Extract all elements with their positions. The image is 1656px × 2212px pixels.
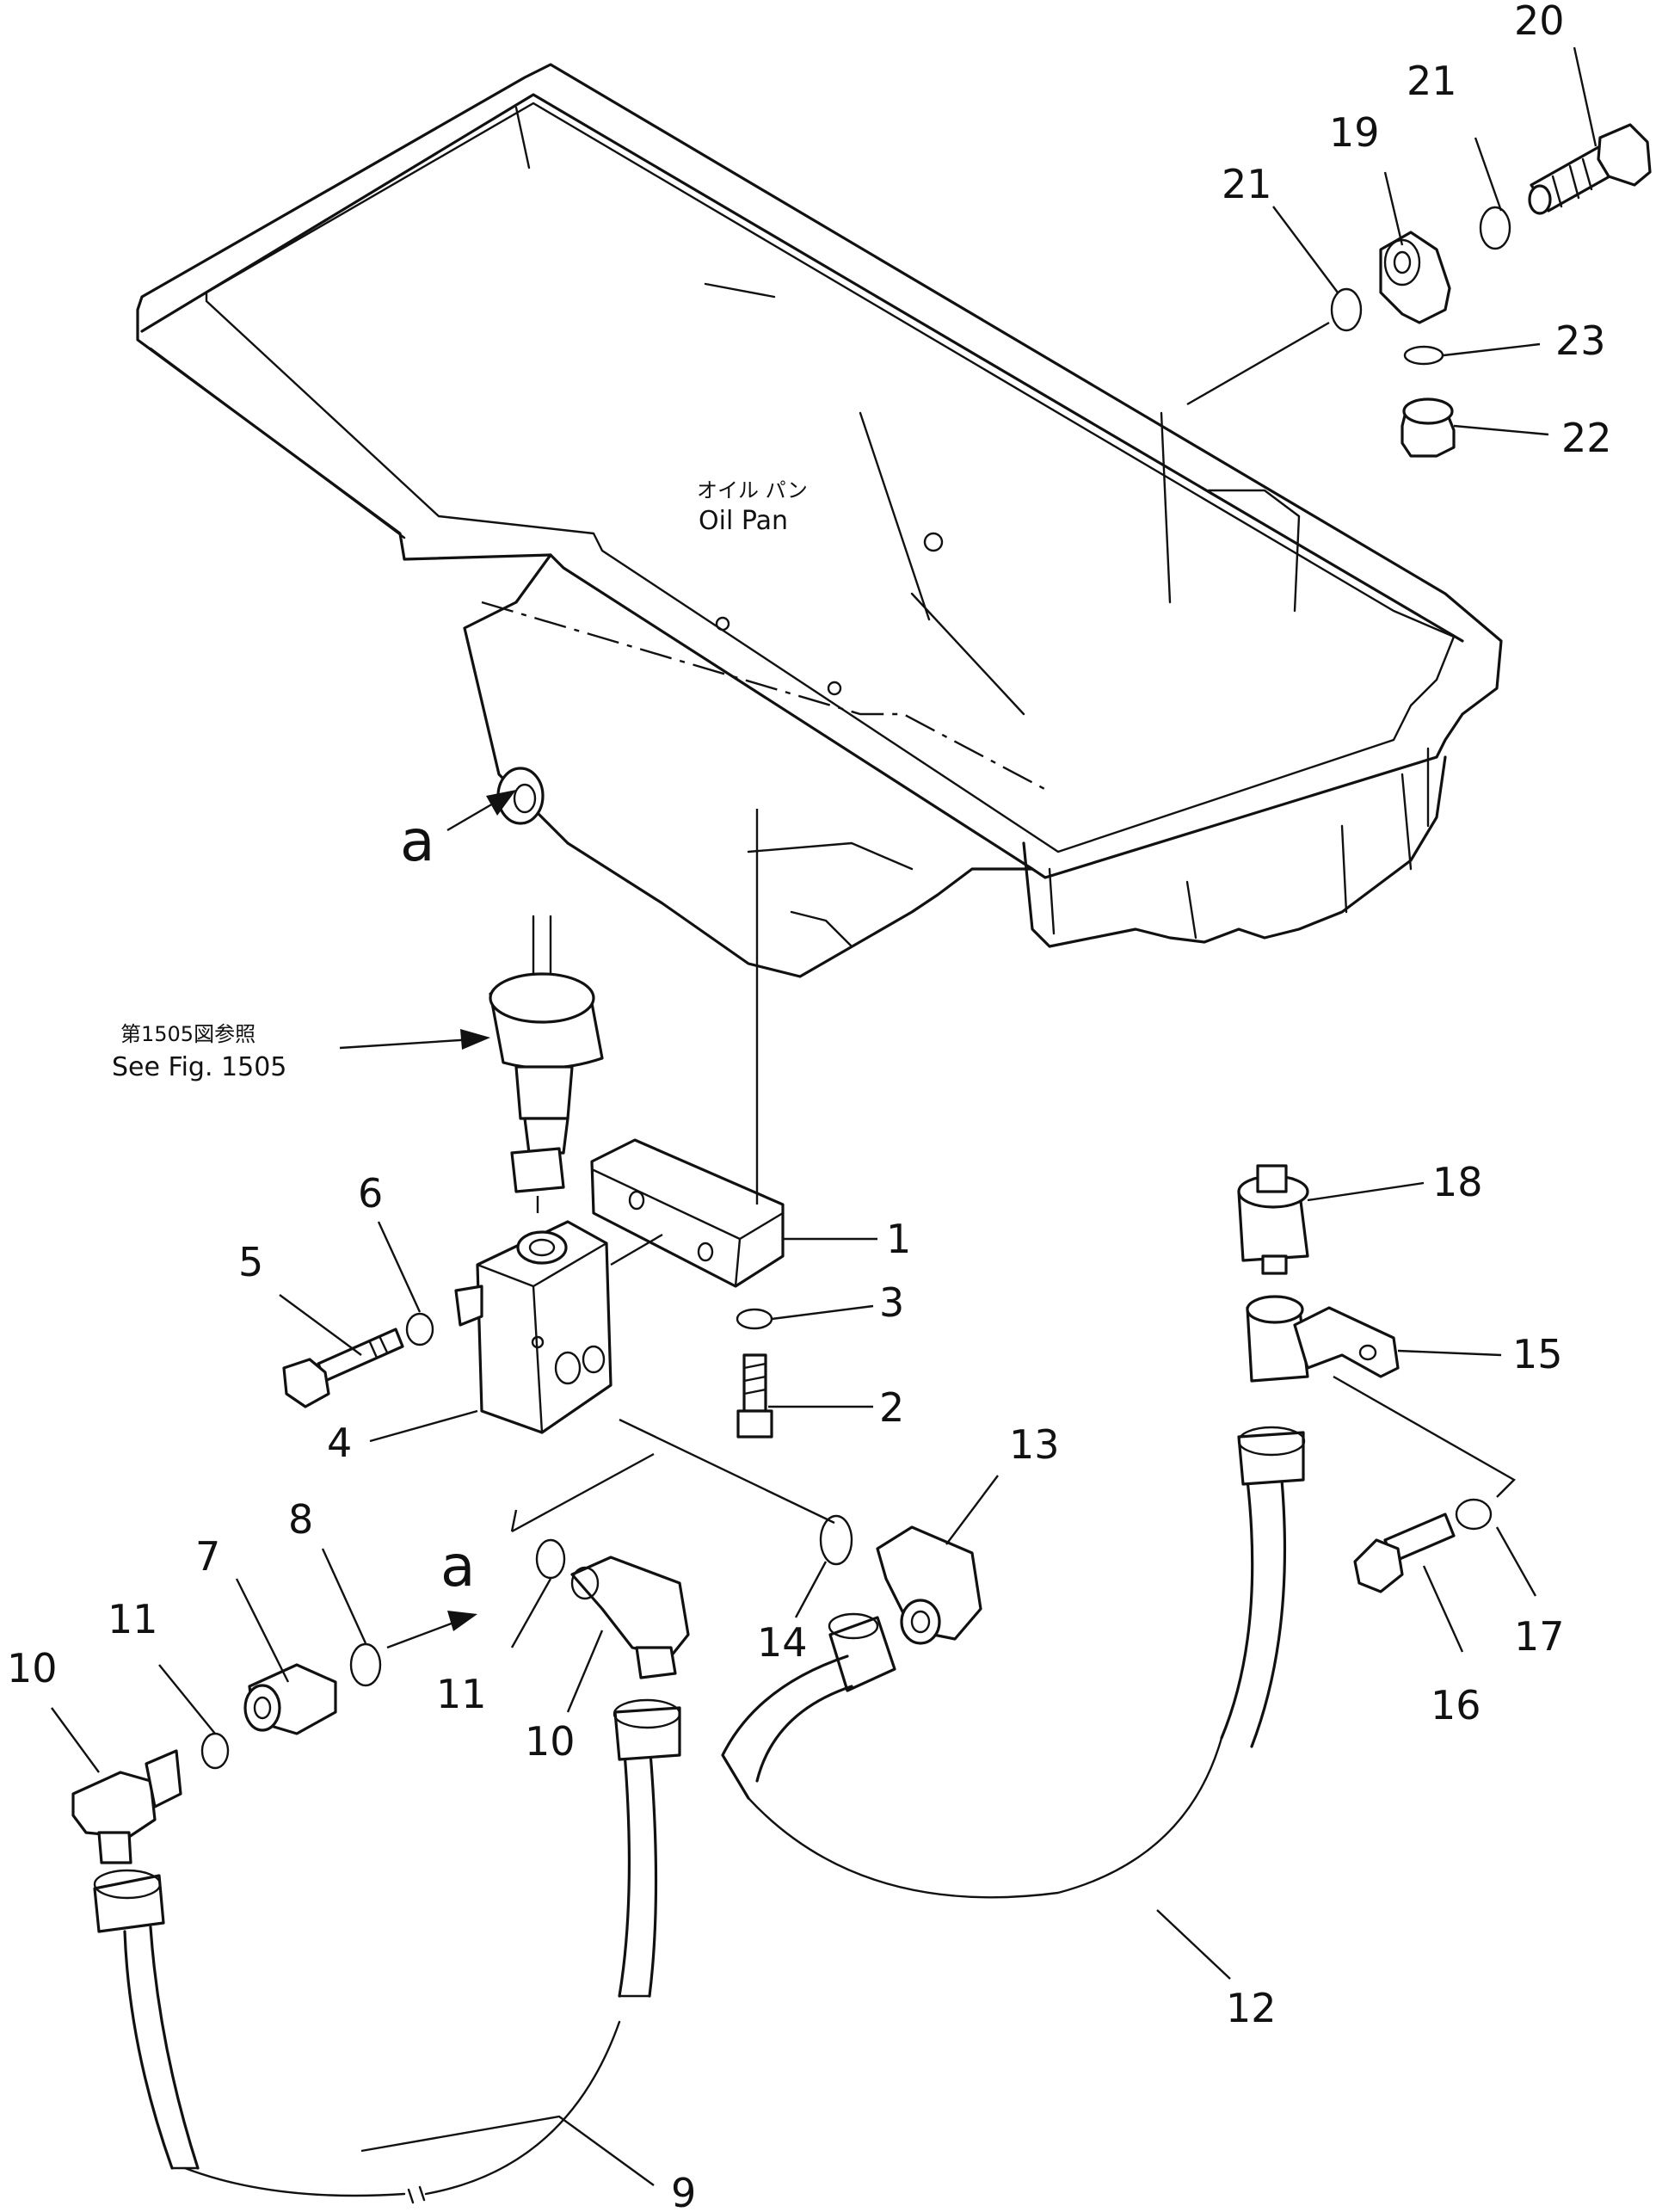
washer-21-left (1330, 287, 1363, 332)
detail-marker-a-top: a (400, 808, 434, 874)
sensor-assembly (489, 915, 604, 1193)
callout-23: 23 (1555, 317, 1606, 364)
callout-1: 1 (886, 1216, 911, 1262)
washer-17 (1455, 1498, 1493, 1531)
elbow-13 (876, 1525, 982, 1645)
oring-14 (819, 1514, 853, 1566)
arrow-head-icon (460, 1029, 490, 1050)
ref-label-en: See Fig. 1505 (112, 1052, 286, 1082)
hose-9 (93, 1698, 681, 2204)
callout-9: 9 (671, 2170, 696, 2212)
washer-3 (736, 1308, 773, 1330)
oring-8 (349, 1642, 382, 1687)
bolt-2 (736, 1353, 773, 1439)
oring-23 (1403, 345, 1444, 366)
oring-11-right (535, 1538, 566, 1580)
callout-16: 16 (1431, 1682, 1481, 1728)
hose-12 (721, 1426, 1306, 1899)
callout-14: 14 (757, 1619, 808, 1666)
arrow-head-icon (447, 1611, 477, 1631)
oring-11-left (200, 1732, 230, 1770)
callout-21-right: 21 (1407, 58, 1457, 104)
leader-lines (51, 46, 1598, 2186)
callout-13: 13 (1009, 1421, 1060, 1468)
switch-18 (1237, 1164, 1309, 1275)
callout-20: 20 (1514, 0, 1565, 44)
callout-11-right: 11 (436, 1671, 487, 1717)
washer-6 (405, 1312, 434, 1346)
oil-pan (136, 63, 1503, 978)
oil-pan-label-en: Oil Pan (699, 506, 788, 536)
oil-pan-label-jp: オイル パン (697, 478, 808, 502)
arrow-head-icon (486, 790, 516, 816)
bolt-16 (1353, 1513, 1456, 1593)
callout-15: 15 (1512, 1331, 1563, 1377)
washer-21-right (1479, 206, 1511, 250)
plug-22 (1401, 397, 1456, 458)
callout-4: 4 (327, 1420, 352, 1466)
adapter-7 (243, 1663, 337, 1735)
callout-21-left: 21 (1222, 161, 1272, 207)
elbow-10-right (570, 1556, 690, 1679)
callout-6: 6 (358, 1170, 383, 1217)
callout-12: 12 (1226, 1985, 1277, 2031)
callout-18: 18 (1432, 1159, 1483, 1205)
callout-8: 8 (288, 1496, 313, 1543)
banjo-bolt-20 (1528, 123, 1652, 215)
callout-2: 2 (879, 1384, 904, 1431)
callout-11-left: 11 (108, 1596, 158, 1642)
callout-19: 19 (1329, 109, 1380, 156)
callout-17: 17 (1514, 1613, 1565, 1660)
callout-22: 22 (1561, 415, 1612, 461)
top-fittings (1330, 123, 1652, 458)
clamp-15 (1246, 1295, 1400, 1383)
ref-label-jp: 第1505図参照 (120, 1022, 255, 1046)
callout-10-left: 10 (7, 1645, 58, 1691)
callout-3: 3 (879, 1279, 904, 1326)
elbow-10-left (71, 1749, 182, 1864)
detail-marker-a-bottom: a (440, 1533, 475, 1599)
callout-5: 5 (238, 1239, 263, 1285)
callout-7: 7 (195, 1533, 220, 1580)
callout-10-right: 10 (525, 1718, 576, 1765)
valve-body-4 (454, 1220, 613, 1434)
bracket-1 (590, 1138, 785, 1288)
